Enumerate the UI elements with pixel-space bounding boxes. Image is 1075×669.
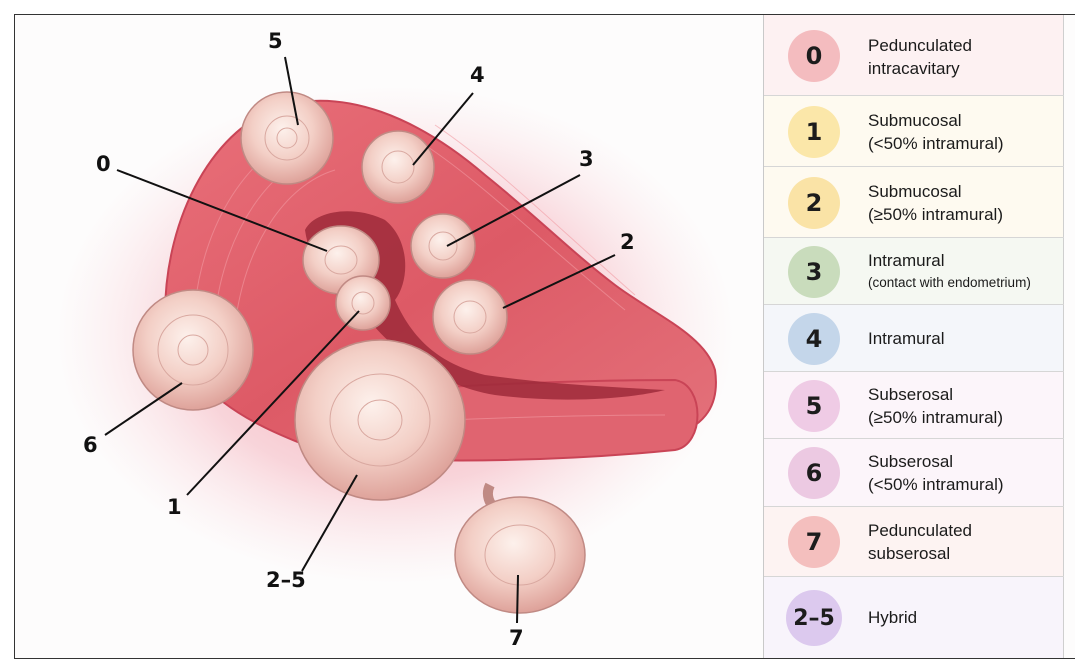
- legend-text-3-line2: (contact with endometrium): [868, 275, 1031, 290]
- fibroid-2: [432, 279, 508, 355]
- legend-badge-5: 5: [788, 380, 840, 432]
- legend-row-edge: [1063, 96, 1075, 166]
- legend-text-0-line2: intracavitary: [868, 59, 960, 78]
- uterine-cavity: [305, 211, 665, 400]
- legend-row-8: 2–5 Hybrid: [764, 577, 1064, 658]
- fibroid-1: [335, 275, 391, 331]
- legend-text-4: Intramural: [868, 327, 1058, 350]
- legend-row-6: 6 Subserosal (<50% intramural): [764, 439, 1064, 507]
- legend-text-5-line1: Subserosal: [868, 385, 954, 404]
- legend-text-5: Subserosal (≥50% intramural): [868, 383, 1058, 429]
- figure-frame: 5 4 0 3 2 6 1 2–5 7 0 Pedunculated intra…: [14, 14, 1075, 659]
- legend-text-2: Submucosal (≥50% intramural): [868, 180, 1058, 226]
- legend-text-3-line1: Intramural: [868, 251, 945, 270]
- label-0: 0: [96, 152, 111, 176]
- leader-lines: [104, 56, 616, 624]
- uterus-diagram: [55, 56, 735, 624]
- legend-text-2-line2: (≥50% intramural): [868, 205, 1003, 224]
- legend-text-7-line2: subserosal: [868, 544, 951, 563]
- label-4: 4: [470, 63, 485, 87]
- legend-row-3: 3 Intramural (contact with endometrium): [764, 238, 1064, 305]
- legend-row-5: 5 Subserosal (≥50% intramural): [764, 372, 1064, 439]
- fibroid-7: [454, 482, 586, 614]
- legend-badge-4: 4: [788, 313, 840, 365]
- legend-text-4-line1: Intramural: [868, 329, 945, 348]
- legend-text-8-line1: Hybrid: [868, 608, 918, 627]
- legend-row-edge: [1063, 167, 1075, 237]
- legend-text-1: Submucosal (<50% intramural): [868, 109, 1058, 155]
- legend-row-edge: [1063, 577, 1075, 658]
- fibroid-4: [361, 130, 435, 204]
- legend-text-5-line2: (≥50% intramural): [868, 408, 1003, 427]
- fibroid-6: [132, 289, 254, 411]
- legend-text-1-line1: Submucosal: [868, 111, 962, 130]
- legend-text-0-line1: Pedunculated: [868, 36, 972, 55]
- legend-badge-1: 1: [788, 106, 840, 158]
- legend-row-edge: [1063, 238, 1075, 304]
- legend-text-6-line1: Subserosal: [868, 452, 954, 471]
- legend-text-7-line1: Pedunculated: [868, 521, 972, 540]
- legend-row-edge: [1063, 15, 1075, 95]
- legend-row-edge: [1063, 305, 1075, 371]
- legend-badge-3: 3: [788, 246, 840, 298]
- label-3: 3: [579, 147, 594, 171]
- legend-text-6: Subserosal (<50% intramural): [868, 450, 1058, 496]
- fibroid-2-5: [294, 339, 466, 501]
- legend-text-0: Pedunculated intracavitary: [868, 34, 1058, 80]
- classification-legend: 0 Pedunculated intracavitary 1 Submucosa…: [763, 15, 1075, 658]
- legend-text-2-line1: Submucosal: [868, 182, 962, 201]
- legend-text-1-line2: (<50% intramural): [868, 134, 1004, 153]
- legend-badge-7: 7: [788, 516, 840, 568]
- legend-row-2: 2 Submucosal (≥50% intramural): [764, 167, 1064, 238]
- label-2: 2: [620, 230, 635, 254]
- legend-row-edge: [1063, 507, 1075, 576]
- uterus-illustration: 5 4 0 3 2 6 1 2–5 7: [15, 15, 763, 658]
- legend-text-6-line2: (<50% intramural): [868, 475, 1004, 494]
- legend-badge-0: 0: [788, 30, 840, 82]
- label-2-5: 2–5: [266, 568, 306, 592]
- label-1: 1: [167, 495, 182, 519]
- fibroid-3: [410, 213, 476, 279]
- legend-text-7: Pedunculated subserosal: [868, 519, 1058, 565]
- legend-row-1: 1 Submucosal (<50% intramural): [764, 96, 1064, 167]
- legend-badge-6: 6: [788, 447, 840, 499]
- label-6: 6: [83, 433, 98, 457]
- legend-text-3: Intramural (contact with endometrium): [868, 249, 1058, 294]
- label-7: 7: [509, 626, 524, 650]
- legend-row-edge: [1063, 439, 1075, 506]
- fibroid-5: [240, 91, 334, 185]
- legend-badge-8: 2–5: [786, 590, 842, 646]
- legend-row-4: 4 Intramural: [764, 305, 1064, 372]
- legend-row-0: 0 Pedunculated intracavitary: [764, 15, 1064, 96]
- legend-text-8: Hybrid: [868, 606, 1058, 629]
- label-5: 5: [268, 29, 283, 53]
- legend-row-7: 7 Pedunculated subserosal: [764, 507, 1064, 577]
- legend-badge-2: 2: [788, 177, 840, 229]
- legend-row-edge: [1063, 372, 1075, 438]
